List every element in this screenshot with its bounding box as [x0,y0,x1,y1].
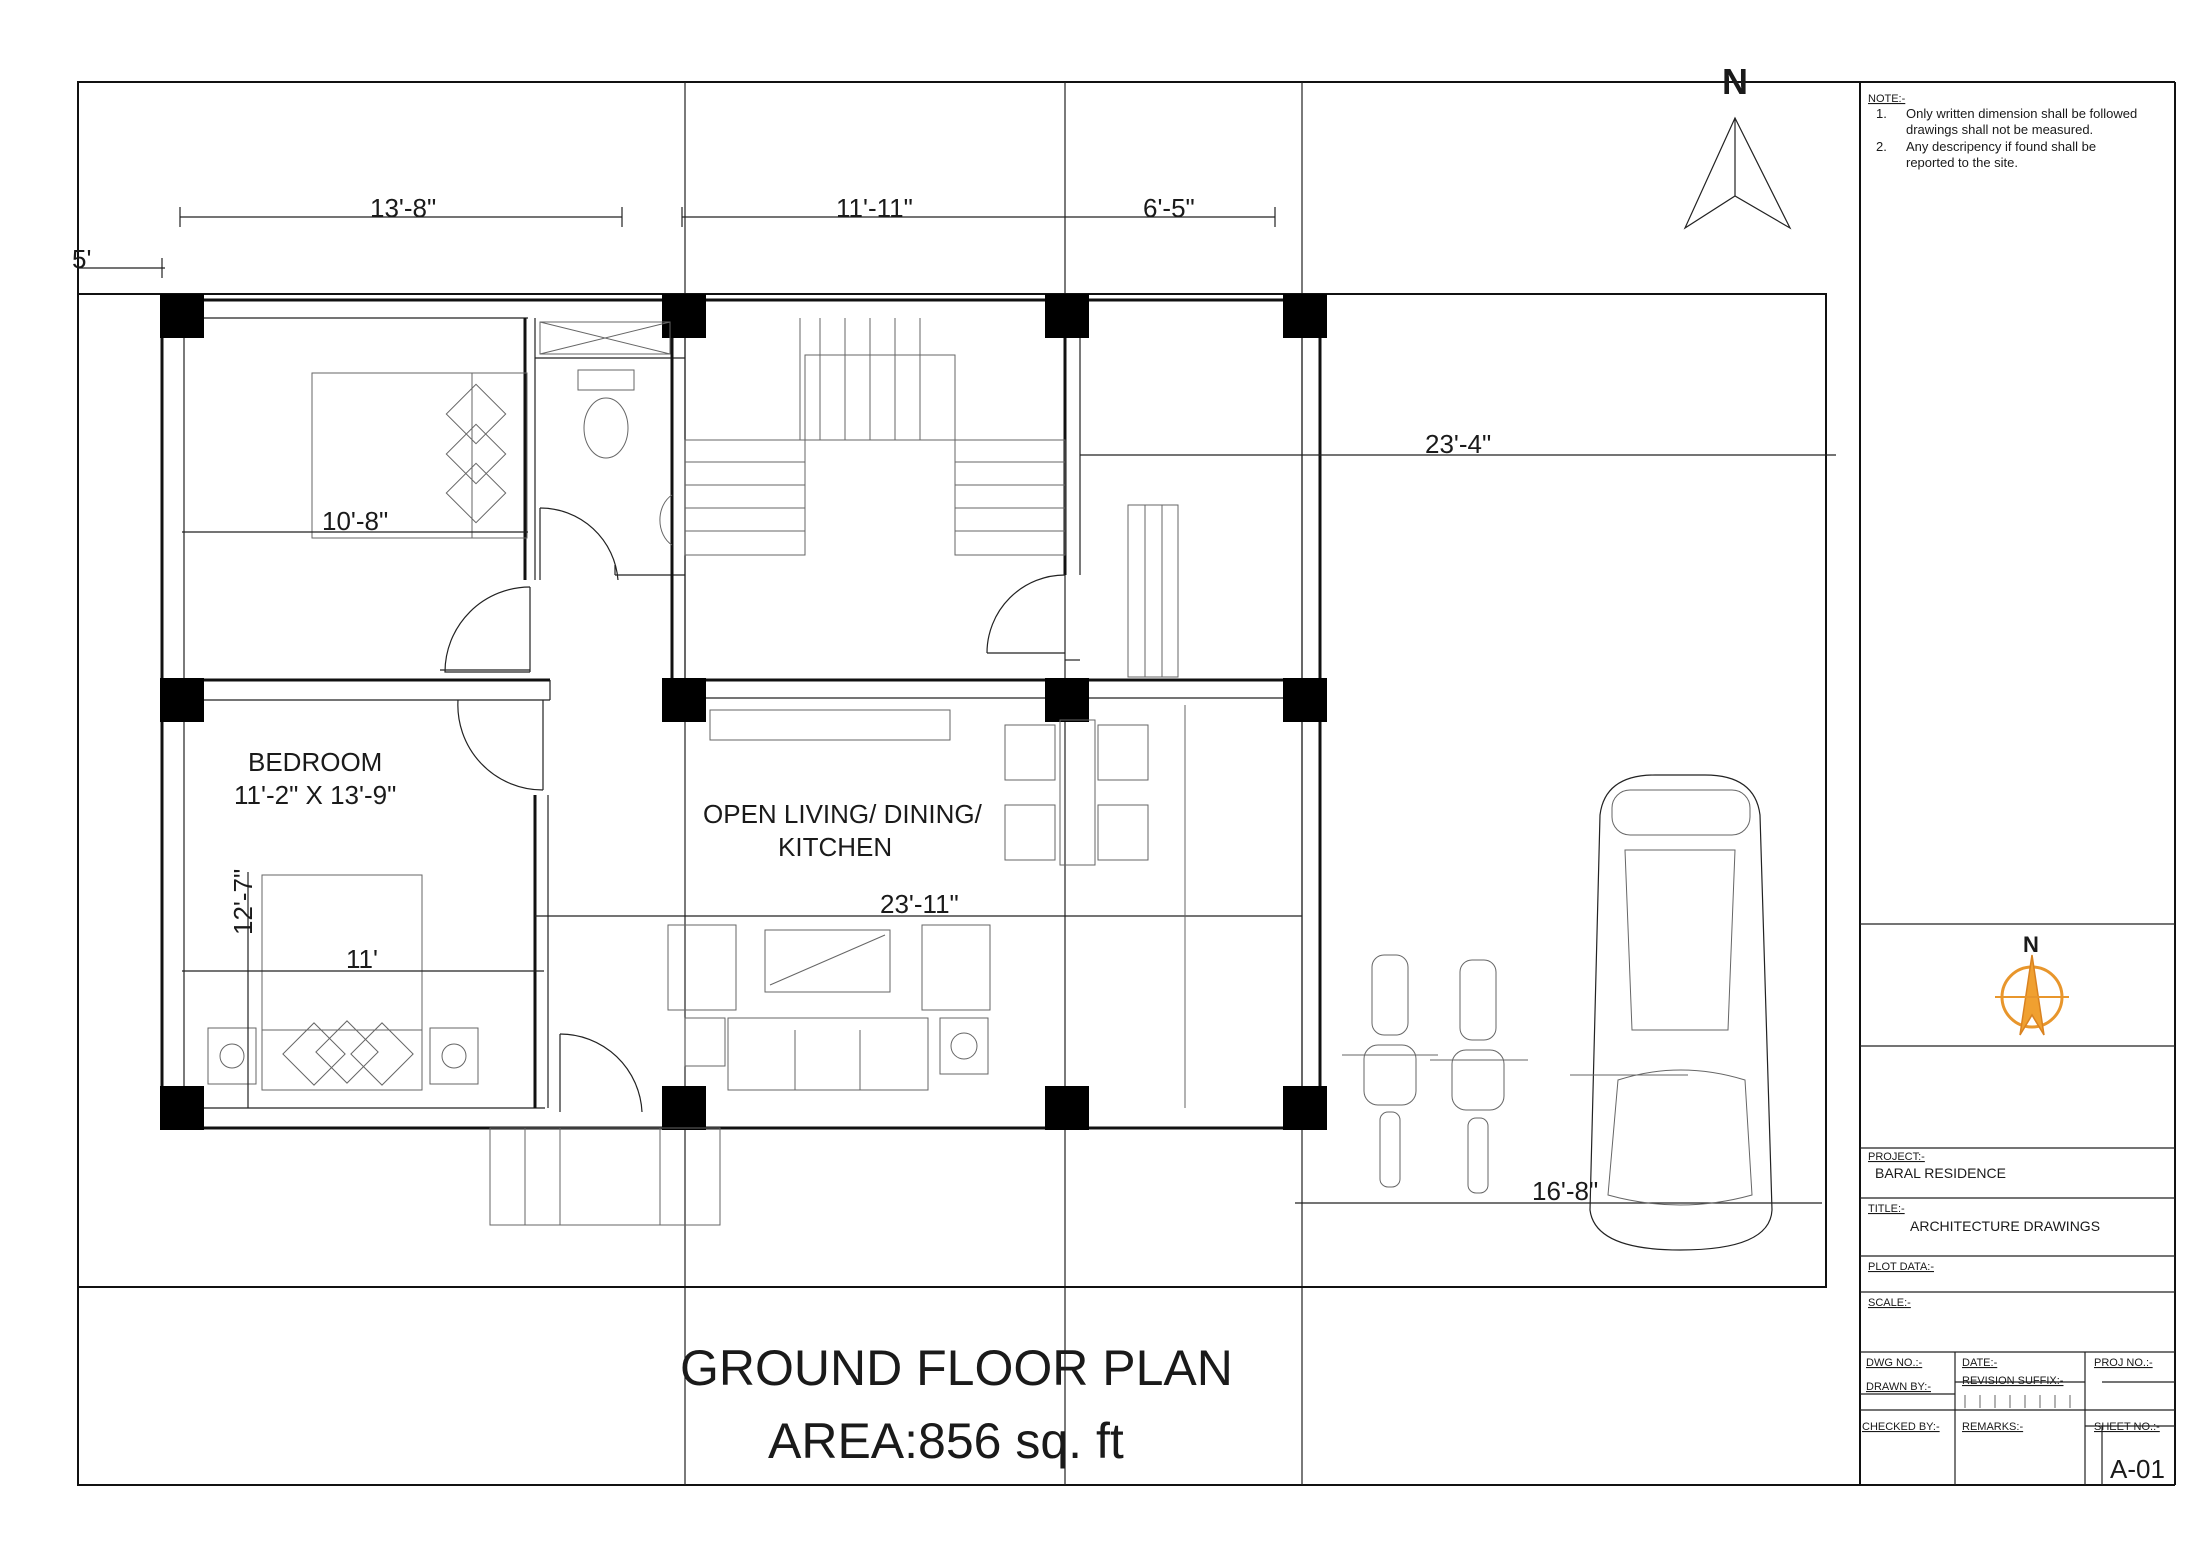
dim-left-cut: 5' [72,244,91,274]
motorcycle-icon [1342,954,1528,1194]
sheet-no-label: SHEET NO.:- [2094,1421,2160,1433]
date-label: DATE:- [1962,1357,1998,1369]
remarks-label: REMARKS:- [1962,1421,2023,1433]
sofa-icon [727,1017,929,1091]
sheet-no-value: A-01 [2110,1454,2165,1484]
title-block: NOTE:- 1. Only written dimension shall b… [1860,93,2175,1485]
kitchen-counter [709,709,951,741]
interior-dimensions: 10'-8" 23'-4" 11' 12'-7" 23'-11" 16'-8" [182,429,1836,1206]
revision-suffix-label: REVISION SUFFIX:- [1962,1375,2064,1387]
room-labels: BEDROOM 11'-2" X 13'-9" OPEN LIVING/ DIN… [234,747,983,862]
svg-text:2.: 2. [1876,139,1887,154]
plan-title: GROUND FLOOR PLAN AREA:856 sq. ft [680,1340,1233,1469]
project-value: BARAL RESIDENCE [1875,1165,2006,1181]
phone-icon [684,1017,726,1067]
dim-parking-top: 23'-4" [1425,429,1491,459]
bedroom-name: BEDROOM [248,747,382,777]
staircase [489,318,1179,1226]
north-arrow-icon: N [1683,61,1792,230]
bed-1-icon [311,372,528,539]
north-letter: N [1722,61,1748,102]
bathroom-fixtures [539,321,673,546]
building-walls [160,298,1322,1130]
note-1-line1: Only written dimension shall be followed [1906,106,2137,121]
note-2-line2: reported to the site. [1906,155,2018,170]
dim-living-width: 23'-11" [880,889,959,919]
car-icon [1570,774,1773,1251]
dining-table [1059,719,1096,866]
dim-bed1-width: 10'-8" [322,506,388,536]
checked-by-label: CHECKED BY:- [1862,1421,1940,1433]
scale-label: SCALE:- [1868,1297,1911,1309]
dwg-no-label: DWG NO.:- [1866,1357,1923,1369]
compass-letter: N [2023,932,2039,957]
title-value: ARCHITECTURE DRAWINGS [1910,1218,2100,1234]
note-2-line1: Any descripency if found shall be [1906,139,2096,154]
bed-2-icon [207,874,479,1091]
dim-parking-bottom: 16'-8" [1532,1176,1598,1206]
plan-title-line1: GROUND FLOOR PLAN [680,1340,1233,1396]
plan-title-line2: AREA:856 sq. ft [768,1413,1124,1469]
compass-icon: N [1995,932,2069,1036]
revision-ticks [1964,1395,2071,1408]
drawn-by-label: DRAWN BY:- [1866,1381,1931,1393]
coffee-table [764,929,891,993]
living-label-line1: OPEN LIVING/ DINING/ [703,799,983,829]
proj-no-label: PROJ NO.:- [2094,1357,2153,1369]
dim-top-3: 6'-5" [1143,193,1195,223]
wash-basin-icon [659,494,673,546]
living-label-line2: KITCHEN [778,832,892,862]
dim-top-1: 13'-8" [370,193,436,223]
dim-bed2-height: 12'-7" [228,869,258,935]
bedroom-size: 11'-2" X 13'-9" [234,780,396,810]
note-heading: NOTE:- [1868,93,1906,105]
dim-top-2: 11'-11" [836,193,913,223]
svg-text:1.: 1. [1876,106,1887,121]
note-1-line2: drawings shall not be measured. [1906,122,2093,137]
door-swings [444,507,1066,1113]
dim-bed2-width: 11' [346,944,378,974]
structural-columns [160,294,1327,1130]
toilet-icon [577,369,635,391]
plot-data-label: PLOT DATA:- [1868,1261,1934,1273]
top-dimensions: 13'-8" 11'-11" 6'-5" 5' [72,193,1276,278]
living-furniture [667,709,1149,1091]
title-label: TITLE:- [1868,1203,1905,1215]
project-label: PROJECT:- [1868,1151,1925,1163]
